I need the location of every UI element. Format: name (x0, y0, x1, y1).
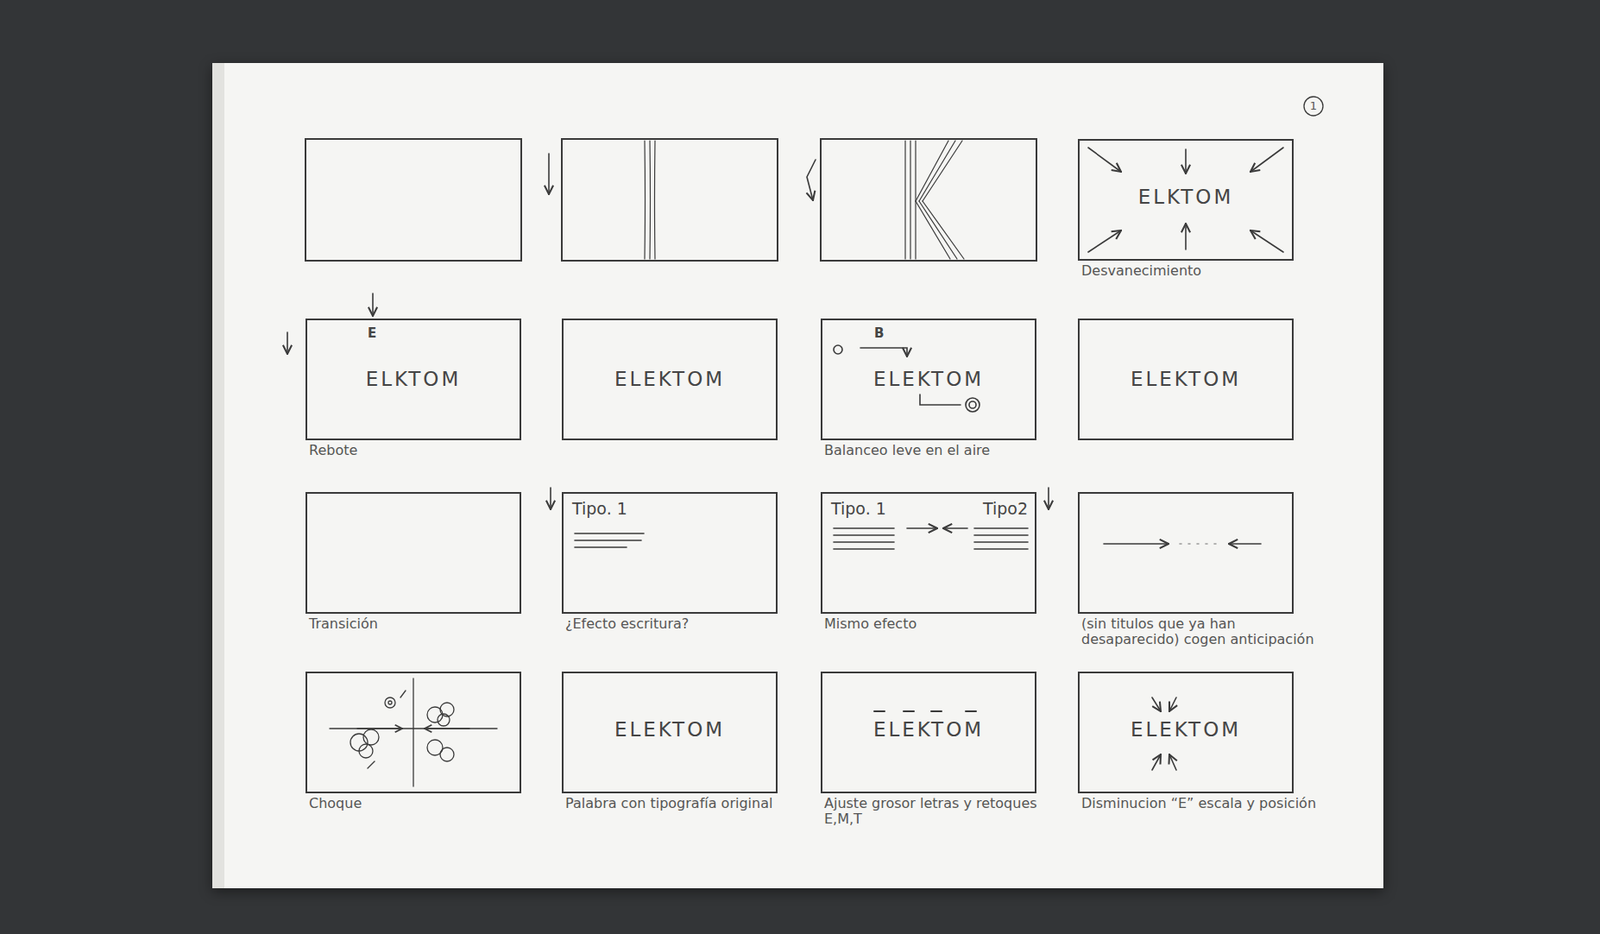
storyboard-frame: Choque (305, 671, 522, 812)
text-lines (574, 533, 644, 548)
title-type: Tipo. 1 (831, 498, 887, 519)
frame-caption: Mismo efecto (824, 616, 1066, 632)
collision-burst (329, 678, 498, 787)
frame-caption: Rebote (308, 442, 551, 459)
frame-border: ELEKTOM (1077, 318, 1294, 441)
storyboard-frame: ELEKTOM (561, 318, 778, 441)
logo-word: ELEKTOM (822, 718, 1035, 743)
adjust-marks (874, 710, 977, 712)
motion-arrow (806, 159, 816, 201)
frame-border: ELKTOM (1077, 138, 1294, 261)
frame-border: E ELKTOM (305, 318, 522, 441)
frame-caption: Balanceo leve en el aire (824, 442, 1066, 459)
motion-arrow (549, 487, 552, 510)
letter-mark: E (367, 325, 377, 341)
storyboard-frame: ELKTOMDesvanecimiento (1077, 138, 1294, 279)
logo-word: ELKTOM (1079, 185, 1292, 210)
motion-arrow (371, 293, 374, 316)
page-number-circle (1303, 96, 1323, 116)
frame-border: Tipo. 1 Tipo2 (820, 491, 1037, 614)
storyboard-frame: Tipo. 1¿Efecto escritura? (561, 491, 778, 632)
storyboard-frame: BELEKTOMBalanceo leve en el aire (820, 318, 1037, 459)
frame-caption: ¿Efecto escritura? (565, 616, 807, 632)
title-blocks (833, 528, 1028, 549)
logo-word: ELEKTOM (822, 367, 1035, 392)
frame-border (305, 671, 522, 794)
storyboard-frame: ELEKTOMPalabra con tipografía original (561, 671, 778, 812)
title-type: Tipo2 (982, 498, 1028, 519)
frame-border: ELEKTOM (561, 318, 778, 441)
page-number: 1 (1303, 97, 1324, 115)
motion-arrow (286, 332, 289, 354)
frame-border: ELEKTOM (820, 671, 1037, 794)
notebook-binding (212, 62, 225, 889)
storyboard-frame: (sin titulos que ya han desaparecido) co… (1077, 491, 1294, 648)
frame-caption: Palabra con tipografía original (565, 795, 807, 812)
storyboard-frame: Transición (305, 491, 522, 632)
k-strokes (905, 140, 964, 259)
logo-word: ELKTOM (307, 367, 520, 392)
frame-caption: Desvanecimiento (1081, 263, 1323, 279)
frame-caption: Choque (308, 795, 551, 812)
storyboard-frame: EELKTOMRebote (305, 318, 522, 459)
motion-arrow (1047, 487, 1050, 510)
storyboard-frame: ELEKTOM (1077, 318, 1294, 441)
frame-caption: (sin titulos que ya han desaparecido) co… (1081, 616, 1323, 648)
storyboard-frame: ELEKTOMDisminucion “E” escala y posición (1077, 671, 1294, 812)
empty-frame (305, 138, 522, 261)
logo-word: ELEKTOM (563, 367, 776, 392)
line-frame (561, 138, 778, 261)
frame-border (305, 491, 522, 614)
frame-border: B ELEKTOM (820, 318, 1037, 441)
frame-border (1077, 491, 1294, 614)
logo-word: ELEKTOM (1079, 367, 1292, 392)
k-frame (820, 138, 1037, 261)
vertical-strokes (644, 140, 656, 259)
frame-border: Tipo. 1 (561, 491, 778, 614)
anticipation-arrows (1103, 542, 1261, 545)
motion-arrow (548, 153, 550, 195)
frame-border: ELEKTOM (561, 671, 778, 794)
letter-mark: B (874, 325, 884, 341)
storyboard-frame: ELEKTOMAjuste grosor letras y retoques E… (820, 671, 1037, 827)
frame-caption: Transición (308, 616, 551, 632)
logo-word: ELEKTOM (563, 718, 776, 743)
storyboard-frame: Tipo. 1Tipo2Mismo efecto (820, 491, 1037, 632)
logo-word: ELEKTOM (1079, 718, 1292, 743)
frame-caption: Disminucion “E” escala y posición (1081, 795, 1323, 812)
frame-border: ELEKTOM (1077, 671, 1294, 794)
frame-caption: Ajuste grosor letras y retoques E,M,T (824, 795, 1066, 827)
title-type: Tipo. 1 (572, 498, 628, 519)
